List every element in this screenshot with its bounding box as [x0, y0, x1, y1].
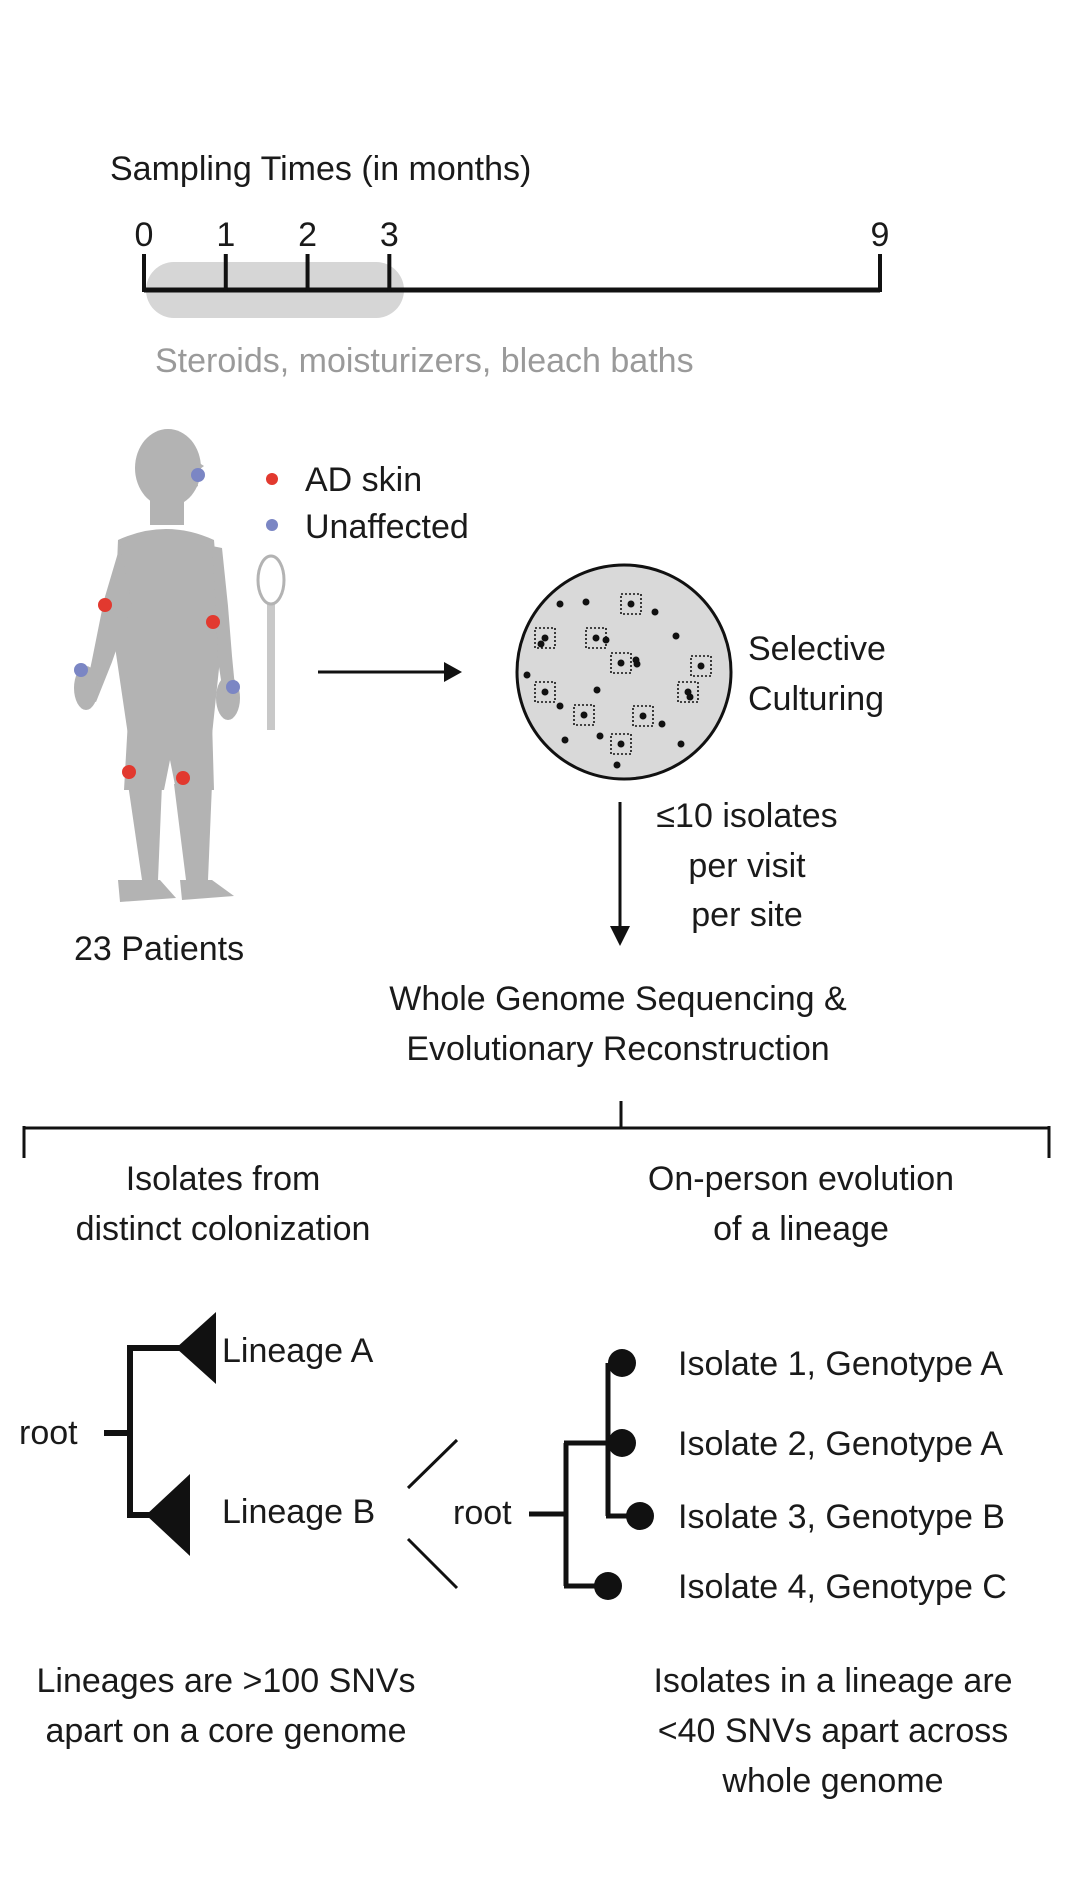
- timeline-tick-label: 1: [216, 216, 235, 254]
- wgs-label-line-1: Whole Genome Sequencing &: [389, 980, 847, 1018]
- culture-label-line-2: Culturing: [748, 680, 884, 718]
- isolate-2-node: [608, 1429, 636, 1457]
- colony: [537, 640, 545, 648]
- legend-unaffected: Unaffected: [305, 508, 469, 546]
- colony: [523, 671, 531, 679]
- wgs-label-line-2: Evolutionary Reconstruction: [406, 1030, 829, 1068]
- picked-colony-box: [573, 704, 595, 726]
- picked-colony-box: [534, 681, 556, 703]
- colony: [658, 720, 666, 728]
- isolates-label-line-1: ≤10 isolates: [656, 797, 837, 835]
- timeline-tick-label: 3: [380, 216, 399, 254]
- picked-colony-box: [585, 627, 607, 649]
- right-heading-line-1: On-person evolution: [648, 1160, 954, 1198]
- arrow-to-culture: [318, 662, 462, 682]
- right-root-label: root: [453, 1494, 512, 1532]
- picked-colony-box: [632, 705, 654, 727]
- picked-colony: [580, 711, 588, 719]
- picked-colony: [592, 634, 600, 642]
- patients-label: 23 Patients: [74, 930, 244, 968]
- colony: [613, 761, 621, 769]
- picked-colony-box: [620, 593, 642, 615]
- isolate-nodes: [594, 1349, 654, 1600]
- colony: [672, 632, 680, 640]
- petri-dish-icon: [515, 563, 733, 781]
- unaffected-site: [226, 680, 240, 694]
- unaffected-site: [74, 663, 88, 677]
- colony: [593, 686, 601, 694]
- isolate-1-node: [608, 1349, 636, 1377]
- ad-skin-marker: [266, 473, 278, 485]
- zoom-into-lineage-lines: [406, 1438, 459, 1590]
- patient-figure: [74, 429, 240, 902]
- colony: [556, 600, 564, 608]
- colony: [677, 740, 685, 748]
- site-legend: AD skin Unaffected: [266, 461, 469, 546]
- right-heading-line-2: of a lineage: [713, 1210, 889, 1248]
- unaffected-marker: [266, 519, 278, 531]
- isolate-3-node: [626, 1502, 654, 1530]
- isolate-4-node: [594, 1572, 622, 1600]
- isolate-tree: [529, 1363, 640, 1589]
- picked-colony: [627, 600, 635, 608]
- left-footer-line-2: apart on a core genome: [45, 1712, 406, 1750]
- timeline-ticks: 0 1 2 3 9: [135, 216, 890, 292]
- ad-skin-site: [122, 765, 136, 779]
- isolate-3-label: Isolate 3, Genotype B: [678, 1498, 1005, 1536]
- right-footer-line-1: Isolates in a lineage are: [653, 1662, 1012, 1700]
- picked-colony: [639, 712, 647, 720]
- picked-colony: [617, 659, 625, 667]
- isolate-1-label: Isolate 1, Genotype A: [678, 1345, 1003, 1383]
- picked-colony: [541, 634, 549, 642]
- colony: [561, 736, 569, 744]
- sampling-sites: [74, 468, 240, 785]
- ad-skin-site: [206, 615, 220, 629]
- isolates-label-line-3: per site: [691, 896, 803, 934]
- ad-skin-site: [176, 771, 190, 785]
- left-root-label: root: [19, 1414, 78, 1452]
- outcome-bracket: [22, 1101, 1051, 1158]
- left-footer-line-1: Lineages are >100 SNVs: [37, 1662, 416, 1700]
- picked-colony: [617, 740, 625, 748]
- sampling-timeline: Sampling Times (in months) 0 1 2 3 9 Steroid…: [110, 150, 889, 380]
- picked-colony: [541, 688, 549, 696]
- lineage-tree: [104, 1345, 180, 1518]
- colony: [596, 732, 604, 740]
- timeline-tick-label: 9: [871, 216, 890, 254]
- colony: [651, 608, 659, 616]
- right-footer-line-2: <40 SNVs apart across: [658, 1712, 1009, 1750]
- picked-colony-box: [610, 652, 632, 674]
- timeline-title: Sampling Times (in months): [110, 150, 531, 188]
- treatment-label: Steroids, moisturizers, bleach baths: [155, 342, 694, 380]
- culture-label-line-1: Selective: [748, 630, 886, 668]
- colony: [556, 702, 564, 710]
- isolate-4-label: Isolate 4, Genotype C: [678, 1568, 1007, 1606]
- isolate-2-label: Isolate 2, Genotype A: [678, 1425, 1003, 1463]
- picked-colony-box: [690, 655, 712, 677]
- colony: [582, 598, 590, 606]
- lineage-a-clade-icon: [176, 1312, 216, 1384]
- timeline-tick-label: 0: [135, 216, 154, 254]
- isolates-label-line-2: per visit: [688, 847, 806, 885]
- left-heading-line-1: Isolates from: [126, 1160, 321, 1198]
- swab-icon: [256, 554, 286, 730]
- picked-colony: [697, 662, 705, 670]
- lineage-b-clade-icon: [146, 1474, 190, 1556]
- timeline-tick-label: 2: [298, 216, 317, 254]
- picked-colony-box: [610, 733, 632, 755]
- legend-ad-skin: AD skin: [305, 461, 422, 499]
- unaffected-site: [191, 468, 205, 482]
- picked-colony-box: [534, 627, 556, 649]
- picked-colony-box: [677, 681, 699, 703]
- lineage-b-label: Lineage B: [222, 1493, 375, 1531]
- arrow-to-sequencing: [610, 802, 630, 946]
- lineage-a-label: Lineage A: [222, 1332, 374, 1370]
- ad-skin-site: [98, 598, 112, 612]
- picked-colony: [684, 688, 692, 696]
- right-footer-line-3: whole genome: [721, 1762, 943, 1800]
- left-heading-line-2: distinct colonization: [76, 1210, 371, 1248]
- colony: [632, 656, 640, 664]
